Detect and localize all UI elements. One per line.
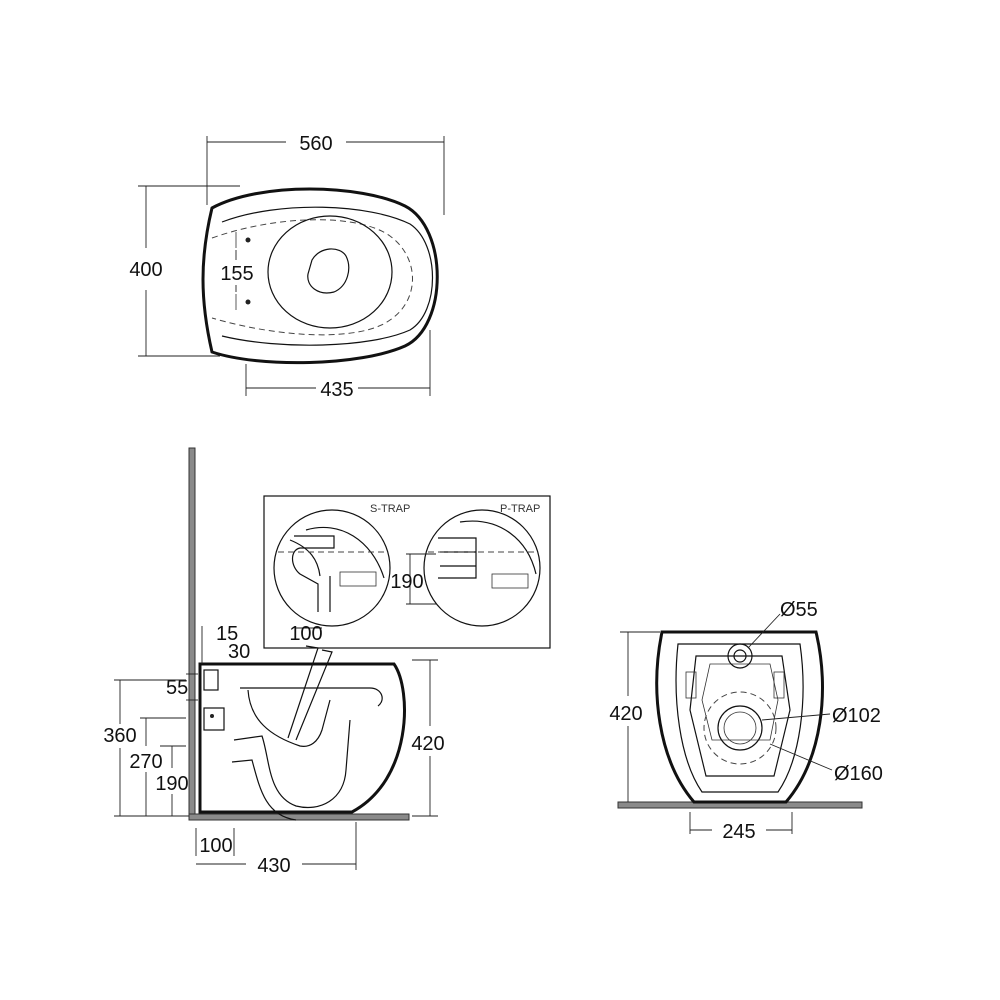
top-view: 560 400 155 435 [129,133,445,401]
dim-100: 100 [199,835,232,857]
inlet-connector [203,669,219,691]
top-view-pan [267,215,393,329]
p-trap-detail [423,509,541,627]
dim-55: 55 [166,677,188,699]
wall [188,447,196,821]
dim-width: 560 [299,133,332,155]
fixing-point-icon [235,232,251,248]
s-trap-detail [273,509,391,627]
s-trap-offset: 100 [289,623,322,645]
fixing-point-icon [235,294,251,310]
dim-outlet-diameter: Ø102 [832,705,881,727]
s-trap-label: S-TRAP [370,503,410,515]
top-view-outlet-hole [307,248,350,294]
inlet-hole [727,643,753,669]
dim-30: 30 [228,641,250,663]
rear-view-body-outline [655,630,824,804]
outlet-connector [203,707,225,731]
dim-rear-height: 420 [609,703,642,725]
dim-outlet-outer-diameter: Ø160 [834,763,883,785]
dim-190: 190 [155,773,188,795]
top-view-inner-rim [221,206,434,346]
side-view-trap [231,719,351,821]
dim-15: 15 [216,623,238,645]
dim-inlet-diameter: Ø55 [780,599,818,621]
dim-height: 420 [411,733,444,755]
dim-fixing-to-front: 435 [320,379,353,401]
outlet-outer [703,691,777,765]
p-trap-label: P-TRAP [500,503,540,515]
side-view-bowl-interior [247,689,331,747]
outlet-hole [717,705,763,751]
top-view-seat-outline [211,219,413,336]
top-view-bowl-outline [201,187,439,365]
dim-270: 270 [129,751,162,773]
floor [188,813,410,821]
dim-360: 360 [103,725,136,747]
seat-lid [240,687,383,707]
trap-height: 190 [390,571,423,593]
rear-view-inner-outline [675,643,804,793]
rear-view: Ø55 Ø102 Ø160 420 245 [609,599,883,843]
dim-depth: 400 [129,259,162,281]
dim-base-width: 245 [722,821,755,843]
dim-fixing-centres: 155 [220,263,253,285]
dim-430: 430 [257,855,290,877]
side-view-body-outline [198,662,406,814]
trap-detail-inset: S-TRAP P-TRAP 100 190 [263,495,551,649]
side-view: 15 30 55 360 270 190 100 430 420 [103,447,551,877]
